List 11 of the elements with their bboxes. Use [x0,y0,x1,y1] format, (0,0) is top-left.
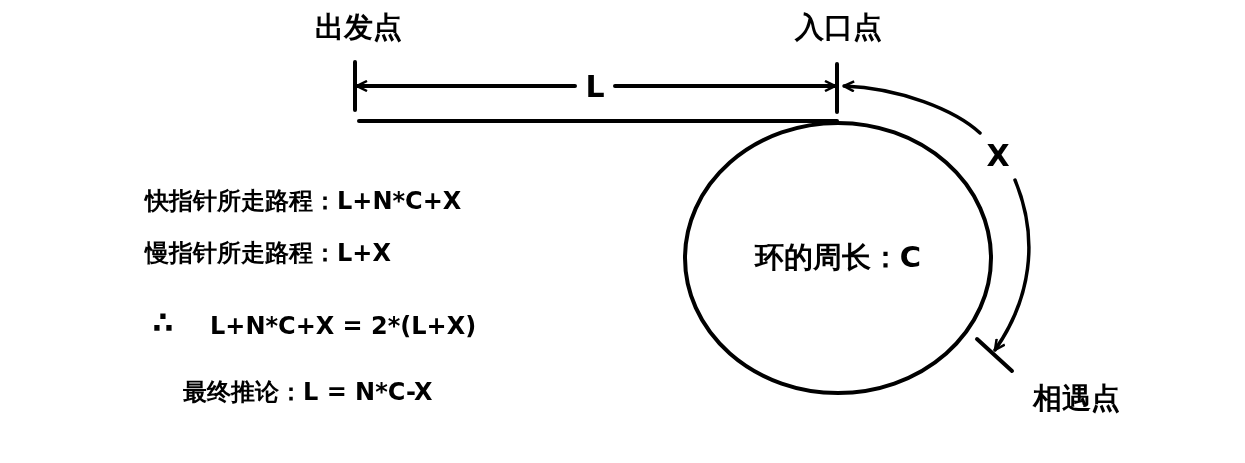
entry-point-label: 入口点 [794,12,882,44]
formula-text: 最终推论：L = N*C-X [183,378,433,406]
formula-text: 快指针所走路程：L+N*C+X [145,187,462,215]
dimension-label: L [585,69,605,103]
meeting-point-label: 相遇点 [1032,383,1120,415]
circumference-text: 环的周长：C [754,242,922,274]
formula-text: 慢指针所走路程：L+X [145,239,391,267]
dimension-label: X [986,138,1010,172]
formula-text: L+N*C+X = 2*(L+X) [210,312,477,340]
start-point-label: 出发点 [314,12,402,44]
therefore-symbol: ∴ [152,305,174,339]
